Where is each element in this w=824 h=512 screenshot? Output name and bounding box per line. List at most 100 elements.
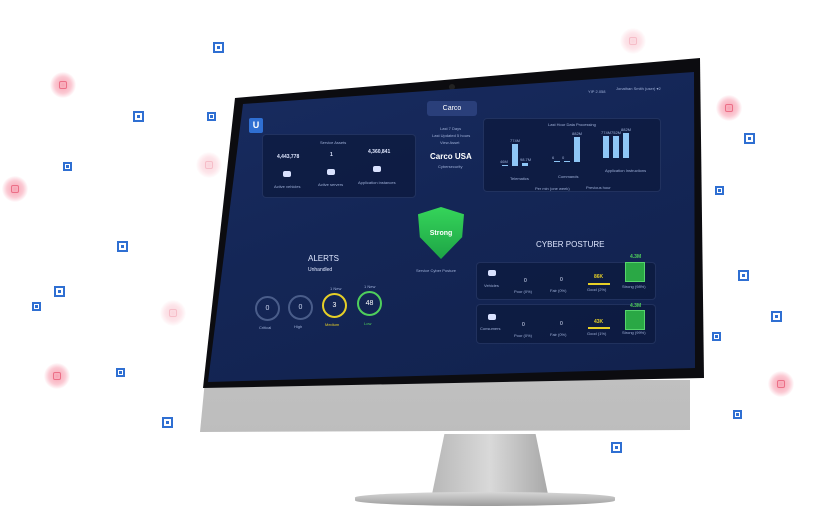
processing-bar <box>574 136 580 162</box>
posture-label: Poor (0%) <box>514 333 533 338</box>
posture-label: Strong (99%) <box>622 330 646 335</box>
processing-bar <box>554 161 560 162</box>
posture-strong-value: 4.3M <box>630 303 642 309</box>
processing-bar-label: 774M <box>601 129 612 135</box>
vehicle-icon <box>283 171 291 177</box>
decorative-marker-icon <box>2 176 28 202</box>
layers-icon <box>373 166 381 172</box>
shield-label: Strong <box>429 229 453 237</box>
good-indicator <box>588 327 610 329</box>
toggle-previous-hour[interactable]: Previous hour <box>586 185 611 190</box>
vehicle-icon <box>488 270 496 276</box>
decorative-square-icon <box>63 162 72 171</box>
posture-row-name: Vehicles <box>484 283 499 288</box>
processing-bar-label: 0 <box>562 155 565 160</box>
posture-strong-value: 4.3M <box>630 254 642 260</box>
good-indicator <box>588 283 610 285</box>
decorative-square-icon <box>162 417 173 428</box>
company-subtitle: Cybersecurity <box>438 164 463 169</box>
posture-poor-value: 0 <box>522 322 525 328</box>
alert-low-ring[interactable]: 48 <box>357 291 382 316</box>
decorative-marker-icon <box>196 152 222 178</box>
decorative-marker-icon <box>44 363 70 389</box>
consumer-icon <box>488 314 496 320</box>
alert-label: High <box>294 324 303 329</box>
legend-label: Telematics <box>510 176 529 181</box>
server-icon <box>327 169 335 175</box>
processing-bar <box>522 163 528 166</box>
alert-label: Critical <box>259 325 272 330</box>
decorative-square-icon <box>116 368 125 377</box>
alert-medium-ring[interactable]: 3 <box>322 293 347 318</box>
last-updated: Last Updated 5 hours <box>432 133 471 138</box>
view-asset-link[interactable]: View Asset <box>440 140 460 145</box>
company-name: Carco USA <box>430 152 472 161</box>
alert-label: Low <box>364 321 372 326</box>
posture-row-name: Consumers <box>480 326 501 331</box>
service-assets-title: Service Assets <box>320 140 347 145</box>
app-logo-icon[interactable]: U <box>249 118 263 133</box>
processing-bar <box>512 143 518 166</box>
processing-bar-label: 98.7M <box>520 157 532 163</box>
alert-new-tag: 1 New <box>364 284 376 289</box>
version-status: YIP 2.058 <box>588 89 606 94</box>
service-assets-panel <box>262 134 416 198</box>
alert-label: Medium <box>325 322 340 327</box>
decorative-square-icon <box>213 42 224 53</box>
processing-bar <box>613 136 619 158</box>
cyber-posture-title: CYBER POSTURE <box>536 240 605 249</box>
posture-fair-value: 0 <box>560 277 563 283</box>
processing-bar <box>502 164 508 166</box>
posture-fair-value: 0 <box>560 321 563 327</box>
strong-indicator <box>625 310 645 330</box>
stat-label: Active vehicles <box>274 184 301 189</box>
decorative-square-icon <box>744 133 755 144</box>
tab-carco[interactable]: Carco <box>427 101 477 116</box>
strong-indicator <box>625 262 645 282</box>
decorative-square-icon <box>133 111 144 122</box>
processing-bar-label: 46M <box>500 158 508 164</box>
decorative-square-icon <box>54 286 65 297</box>
stat-label: Active servers <box>318 182 344 187</box>
alert-new-tag: 1 New <box>330 286 342 291</box>
posture-label: Fair (0%) <box>550 332 567 337</box>
time-range: Last 7 Days <box>440 126 462 131</box>
decorative-square-icon <box>771 311 782 322</box>
decorative-marker-icon <box>768 371 794 397</box>
decorative-marker-icon <box>620 28 646 54</box>
processing-bar-label: 752M <box>611 130 622 136</box>
decorative-square-icon <box>207 112 216 121</box>
processing-title: Last Hour Data Processing <box>548 122 596 127</box>
monitor-stand-base <box>355 492 615 506</box>
processing-bar <box>603 135 609 158</box>
toggle-per-min[interactable]: Per min (one week) <box>535 186 570 191</box>
alert-high-ring[interactable]: 0 <box>288 295 313 320</box>
decorative-marker-icon <box>160 300 186 326</box>
processing-bar <box>564 161 570 162</box>
processing-bar-label: 6 <box>552 155 555 160</box>
posture-label: Good (2%) <box>587 287 607 292</box>
camera-icon <box>449 84 455 90</box>
decorative-square-icon <box>611 442 622 453</box>
processing-bar-label: 774M <box>510 137 521 143</box>
posture-label: Strong (98%) <box>622 284 646 289</box>
posture-poor-value: 0 <box>524 278 527 284</box>
user-menu[interactable]: Jonathan Smith (user) ▾2 <box>616 86 661 91</box>
shield-caption: Service Cyber Posture <box>416 268 457 273</box>
decorative-square-icon <box>715 186 724 195</box>
decorative-marker-icon <box>716 95 742 121</box>
alert-critical-ring[interactable]: 0 <box>255 296 280 321</box>
decorative-square-icon <box>32 302 41 311</box>
posture-good-value: 43K <box>594 319 604 325</box>
processing-bar <box>623 132 629 158</box>
decorative-square-icon <box>117 241 128 252</box>
posture-label: Good (1%) <box>587 331 607 336</box>
decorative-square-icon <box>738 270 749 281</box>
alerts-title: ALERTS <box>308 254 339 263</box>
stat-label: Application instances <box>358 180 396 185</box>
posture-good-value: 86K <box>594 274 604 280</box>
processing-bar-label: 882M <box>572 130 583 136</box>
alerts-subtitle: Unhandled <box>308 267 333 273</box>
